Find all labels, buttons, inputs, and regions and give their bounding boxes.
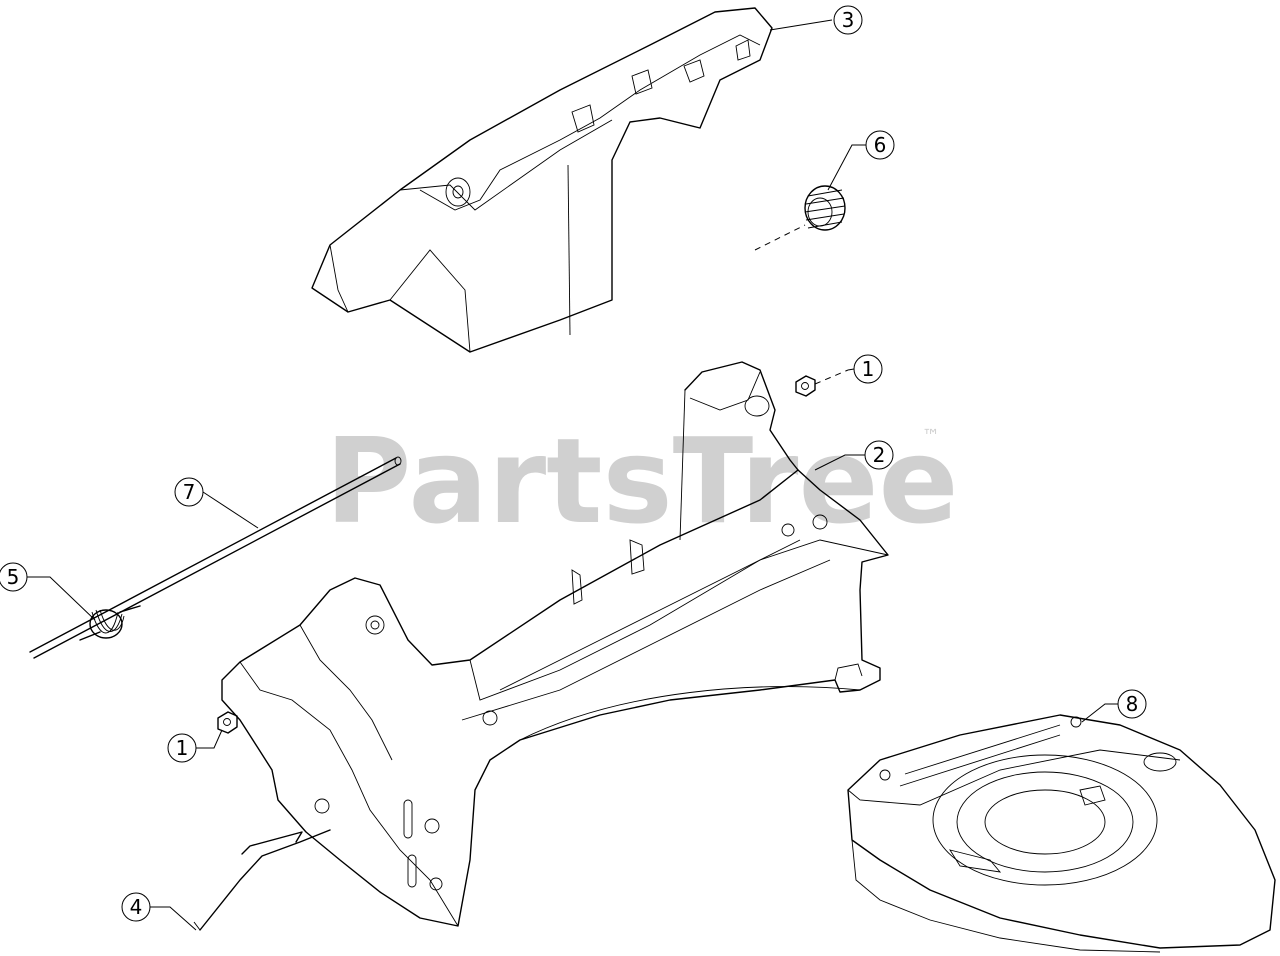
callout-2-label: 2 xyxy=(873,443,886,467)
callout-5-label: 5 xyxy=(7,565,20,589)
part-8-deck xyxy=(847,714,1276,953)
callout-1-lower-label: 1 xyxy=(176,736,189,760)
callout-6-label: 6 xyxy=(874,133,887,157)
callout-1-upper-label: 1 xyxy=(862,357,875,381)
callout-2: 2 xyxy=(814,440,894,471)
callout-1-upper: 1 xyxy=(847,354,883,384)
watermark-trademark: ™ xyxy=(922,426,940,447)
part-3-cover xyxy=(311,7,773,353)
callout-8-label: 8 xyxy=(1126,692,1139,716)
callout-7: 7 xyxy=(174,477,259,529)
part-1-nut-upper xyxy=(795,369,849,397)
callout-6: 6 xyxy=(827,130,895,191)
callout-3-label: 3 xyxy=(842,8,855,32)
part-4-cable xyxy=(193,829,331,931)
callout-1-lower: 1 xyxy=(167,729,223,763)
callout-4-label: 4 xyxy=(130,895,143,919)
callout-7-label: 7 xyxy=(183,480,196,504)
part-2-frame xyxy=(221,361,889,927)
part-5-spring xyxy=(79,605,141,641)
part-1-nut-lower xyxy=(217,711,238,734)
callout-5: 5 xyxy=(0,562,96,621)
callout-8: 8 xyxy=(1081,689,1147,723)
callout-3: 3 xyxy=(769,5,863,35)
part-6-bushing xyxy=(754,185,846,251)
callout-4: 4 xyxy=(121,892,197,931)
watermark-brand: PartsTree xyxy=(325,412,959,550)
